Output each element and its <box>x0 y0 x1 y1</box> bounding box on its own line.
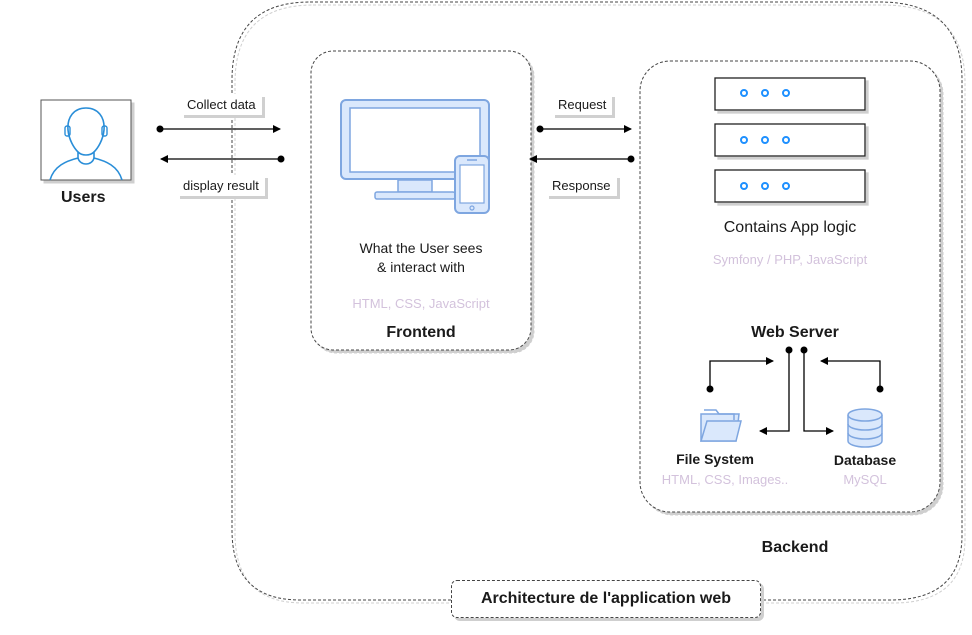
database-label: Database <box>833 452 897 468</box>
file-system-label: File System <box>676 451 754 467</box>
monitor-icon <box>340 99 490 200</box>
display-result-arrow <box>160 155 285 163</box>
frontend-description-line1: What the User sees <box>359 240 483 256</box>
application-container <box>231 1 963 601</box>
file-system-tech: HTML, CSS, Images.. <box>661 472 789 487</box>
frontend-description-line2: & interact with <box>377 259 465 275</box>
server-rack-1 <box>714 77 866 111</box>
response-arrow <box>529 155 635 163</box>
footer-title: Architecture de l'application web <box>480 590 732 607</box>
footer-title-box: Architecture de l'application web <box>451 580 761 618</box>
request-label: Request <box>552 94 613 115</box>
frontend-tech: HTML, CSS, JavaScript <box>352 296 490 311</box>
user-icon <box>40 99 132 181</box>
display-result-label: display result <box>177 175 265 196</box>
database-icon <box>847 408 883 448</box>
backend-logic-tech: Symfony / PHP, JavaScript <box>712 252 868 267</box>
frontend-title: Frontend <box>386 324 456 341</box>
backend-title: Backend <box>761 539 829 556</box>
backend-logic-label: Contains App logic <box>723 219 857 236</box>
filesystem-to-webserver-arrow <box>706 357 774 393</box>
folder-icon <box>699 409 742 442</box>
request-arrow <box>536 125 632 133</box>
database-tech: MySQL <box>843 472 887 487</box>
response-label: Response <box>546 175 617 196</box>
server-rack-3 <box>714 169 866 203</box>
database-to-webserver-arrow <box>820 357 884 393</box>
collect-data-arrow <box>156 125 281 133</box>
server-rack-2 <box>714 123 866 157</box>
webserver-to-database-arrow <box>800 346 834 435</box>
web-server-label: Web Server <box>751 324 839 341</box>
collect-data-label: Collect data <box>181 94 262 115</box>
users-label: Users <box>61 189 106 206</box>
webserver-to-filesystem-arrow <box>759 346 793 435</box>
smartphone-icon <box>454 155 490 214</box>
